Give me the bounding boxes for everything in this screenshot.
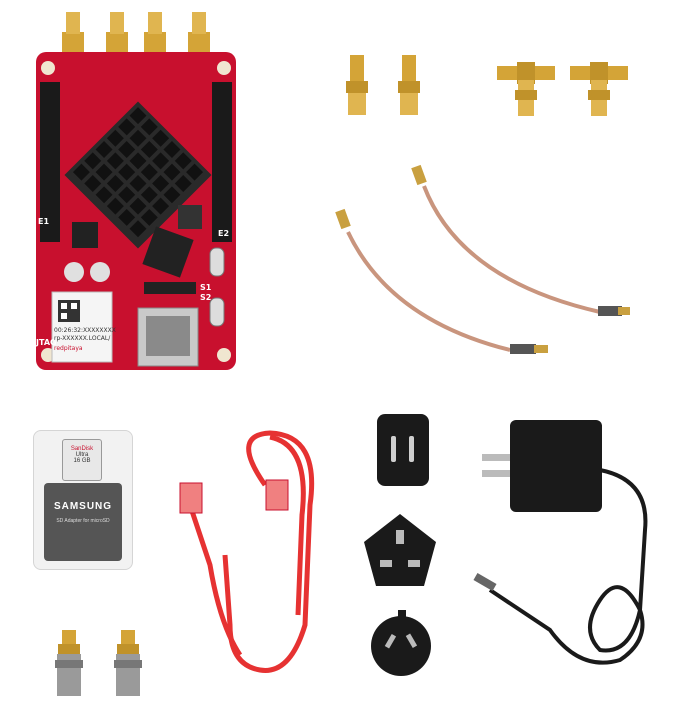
power-adapter	[470, 410, 670, 675]
label-brand: redpitaya	[54, 345, 83, 352]
plug-eu-icon	[377, 414, 429, 486]
heatsink	[64, 101, 212, 249]
label-jtag: JTAG	[35, 338, 57, 347]
sd-card-package: SanDisk Ultra 16 GB SAMSUNG SD Adapter f…	[33, 430, 133, 570]
card-capacity: 16 GB	[73, 458, 91, 464]
plug-au	[368, 608, 434, 678]
ethernet-cable	[170, 425, 330, 685]
card-line: Ultra	[75, 452, 89, 458]
microsd-card: SanDisk Ultra 16 GB	[62, 439, 102, 481]
coax-cable-1	[335, 208, 548, 354]
board-sma-connectors	[62, 12, 210, 54]
plug-eu	[375, 412, 431, 488]
label-s1: S1	[200, 283, 212, 292]
label-e2: E2	[218, 229, 229, 238]
label-host: rp-XXXXXX.LOCAL/	[54, 335, 111, 342]
ethernet-cable-icon	[179, 430, 315, 673]
label-e1: E1	[38, 217, 49, 226]
coax-cables	[330, 160, 630, 370]
sma-bnc-adapter-icon	[55, 630, 83, 696]
adapter-text: SD Adapter for microSD	[56, 518, 110, 524]
label-mac: 00:26:32:XXXXXXXX	[54, 327, 116, 334]
plug-uk-icon	[364, 514, 436, 586]
sma-connector-1	[343, 55, 371, 117]
power-adapter-icon	[473, 420, 648, 665]
sma-bnc-adapter-1	[53, 630, 85, 698]
sma-bnc-adapter-icon	[114, 630, 142, 696]
sma-connector-icon	[346, 55, 368, 115]
card-brand: SanDisk	[70, 446, 94, 452]
sma-bnc-adapter-2	[112, 630, 144, 698]
plug-uk	[362, 512, 438, 588]
sma-tee-adapter-2	[570, 60, 628, 118]
sma-tee-adapter-1	[497, 60, 555, 118]
label-s2: S2	[200, 293, 211, 302]
adapter-brand: SAMSUNG	[53, 501, 113, 512]
sd-adapter: SAMSUNG SD Adapter for microSD	[44, 483, 122, 561]
tee-adapter-icon	[570, 62, 628, 116]
tee-adapter-icon	[497, 62, 555, 116]
red-pitaya-board: E1 E2 S1 S2 JTAG 00:26:32:XXXXXXXX rp-XX…	[28, 10, 243, 375]
plug-au-icon	[371, 610, 431, 676]
coax-cable-2	[411, 164, 630, 316]
sma-connector-icon	[398, 55, 420, 115]
sma-connector-2	[395, 55, 423, 117]
